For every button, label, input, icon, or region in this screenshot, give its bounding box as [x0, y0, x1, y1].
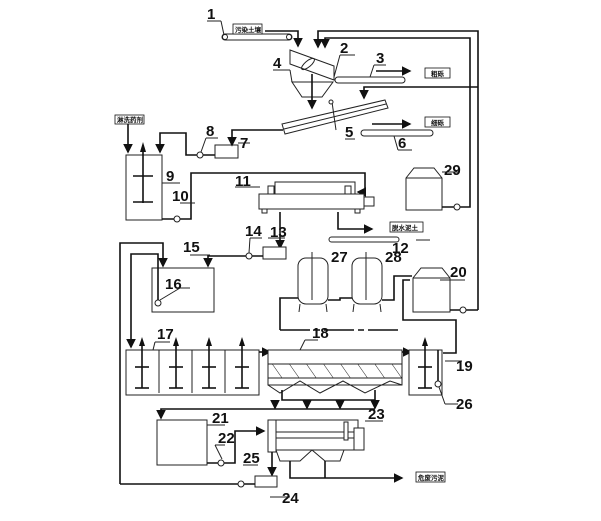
label-5: 5 — [345, 124, 353, 141]
label-2: 2 — [340, 40, 348, 57]
washing-agent-label: 淋洗药剂 — [117, 115, 144, 124]
label-28: 28 — [385, 249, 402, 266]
inclined-plate-settler-18 — [267, 349, 403, 394]
label-24: 24 — [282, 490, 299, 507]
label-3: 3 — [376, 50, 384, 67]
coarse-gravel-conveyor — [334, 76, 406, 84]
label-7: 7 — [240, 135, 248, 152]
label-25: 25 — [243, 450, 260, 467]
label-13: 13 — [270, 224, 287, 241]
label-26: 26 — [456, 396, 473, 413]
tank-15 — [151, 267, 215, 313]
label-10: 10 — [172, 188, 189, 205]
label-23: 23 — [368, 406, 385, 423]
tank-19 — [408, 337, 443, 396]
label-14: 14 — [245, 223, 262, 240]
tank-24 — [254, 475, 278, 488]
dewatered-soil-label: 脱水泥土 — [392, 223, 419, 232]
clean-water-tank-20 — [412, 267, 451, 313]
hazardous-sludge-label: 危废污泥 — [417, 473, 445, 482]
vibrating-screen — [289, 49, 335, 81]
sludge-tank-21 — [156, 419, 208, 466]
label-18: 18 — [312, 325, 329, 342]
label-12: 12 — [392, 240, 409, 257]
dewatered-soil-conveyor — [328, 236, 400, 243]
water-tank-29 — [405, 167, 443, 211]
decanter-centrifuge — [258, 181, 375, 214]
tank-13 — [262, 246, 287, 260]
pump-26 — [434, 380, 442, 388]
pump-8 — [196, 151, 204, 159]
label-11: 11 — [235, 173, 251, 190]
label-27: 27 — [331, 249, 348, 266]
pump-29 — [453, 203, 461, 211]
pump-20 — [459, 306, 467, 314]
label-6: 6 — [398, 135, 406, 152]
label-15: 15 — [183, 239, 200, 256]
filter-27 — [297, 252, 329, 313]
pump-16 — [154, 299, 162, 307]
label-17: 17 — [157, 326, 174, 343]
pump-22 — [217, 459, 225, 467]
washing-tank — [125, 142, 163, 221]
reaction-tank-17 — [125, 337, 260, 396]
label-4: 4 — [273, 55, 282, 72]
filter-28 — [351, 252, 383, 313]
label-1: 1 — [207, 6, 215, 23]
label-9: 9 — [166, 168, 174, 185]
label-16: 16 — [165, 276, 182, 293]
label-22: 22 — [218, 430, 235, 447]
tank-7 — [214, 144, 239, 159]
label-29: 29 — [444, 162, 461, 179]
label-21: 21 — [212, 410, 229, 427]
pump-14 — [245, 252, 253, 260]
label-8: 8 — [206, 123, 214, 140]
spiral-classifier — [281, 99, 389, 135]
polluted-soil-label: 污染土壤 — [235, 25, 262, 34]
pump-10 — [173, 215, 181, 223]
label-20: 20 — [450, 264, 467, 281]
soil-feed-conveyor — [221, 33, 293, 41]
label-19: 19 — [456, 358, 473, 375]
fine-gravel-label: 细砾 — [431, 118, 445, 127]
pump-25 — [237, 480, 245, 488]
filter-press-23 — [267, 419, 365, 462]
fine-gravel-conveyor — [360, 129, 434, 137]
coarse-gravel-label: 粗砾 — [431, 69, 445, 78]
